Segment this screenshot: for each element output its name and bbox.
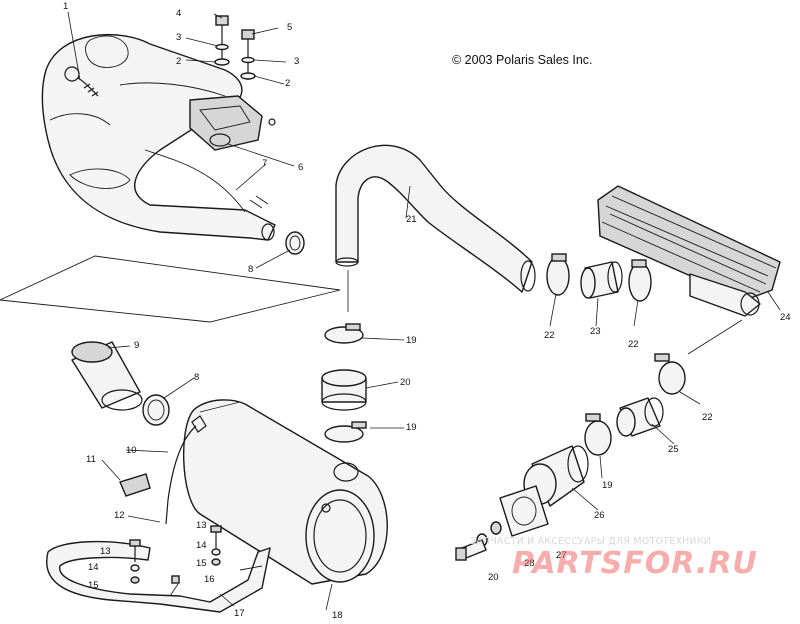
tailpipe — [71, 341, 143, 411]
spring-hook — [191, 415, 207, 433]
callout-2a: 2 — [176, 56, 181, 67]
callout-leaders — [67, 11, 781, 611]
callout-20b: 20 — [488, 572, 499, 583]
upper-clamp-right — [628, 259, 652, 302]
seal-ring-upper-inner — [289, 235, 301, 251]
cooler-leader — [687, 319, 743, 355]
copyright-text: © 2003 Polaris Sales Inc. — [452, 53, 593, 67]
damper-pad — [119, 473, 151, 497]
callout-20a: 20 — [400, 377, 411, 388]
rubber-coupler-25 — [616, 397, 664, 437]
callout-14b: 14 — [88, 562, 99, 573]
callout-22b: 22 — [628, 339, 639, 350]
callout-15b: 15 — [88, 580, 99, 591]
seal-ring-lower — [142, 394, 170, 426]
watermark-tagline: ЗАПЧАСТИ И АКСЕССУАРЫ ДЛЯ МОТОТЕХНИКИ — [470, 536, 711, 547]
callout-15a: 15 — [196, 558, 207, 569]
callout-21: 21 — [406, 214, 417, 225]
callout-6: 6 — [298, 162, 303, 173]
callout-10: 10 — [126, 445, 137, 456]
upper-clamp-left — [546, 253, 570, 296]
assembly-outline — [0, 255, 341, 323]
callout-16: 16 — [204, 574, 215, 585]
heat-exchanger — [597, 185, 781, 317]
callout-8a: 8 — [248, 264, 253, 275]
callout-27: 27 — [556, 550, 567, 561]
callout-1: 1 — [63, 1, 68, 12]
watermark-site: PARTSFOR.RU — [512, 546, 758, 581]
callout-2b: 2 — [285, 78, 290, 89]
callout-18: 18 — [332, 610, 343, 621]
callout-8b: 8 — [194, 372, 199, 383]
callout-4: 4 — [176, 8, 181, 19]
callout-19b: 19 — [406, 422, 417, 433]
lock-washer-28 — [490, 521, 502, 535]
callout-28: 28 — [524, 558, 535, 569]
muffler-bracket — [46, 540, 271, 613]
manifold-fasteners — [214, 15, 256, 80]
mid-clamp-lower — [324, 421, 367, 443]
gasket-plate — [499, 485, 549, 537]
seal-ring-upper — [285, 231, 305, 255]
callout-13a: 13 — [196, 520, 207, 531]
callout-24: 24 — [780, 312, 791, 323]
callout-22c: 22 — [702, 412, 713, 423]
callout-numbers: 1 2 2 3 3 4 5 6 7 8 8 9 10 11 12 13 13 1… — [63, 1, 791, 621]
muffler-spring — [165, 425, 197, 525]
callout-23: 23 — [590, 326, 601, 337]
expansion-chamber — [41, 34, 276, 241]
exhaust-hose — [335, 144, 536, 293]
lower-clamp-19 — [584, 413, 612, 456]
callout-7: 7 — [262, 158, 267, 169]
callout-3b: 3 — [294, 56, 299, 67]
callout-12: 12 — [114, 510, 125, 521]
coupler-sleeve — [580, 261, 623, 299]
callout-5: 5 — [287, 22, 292, 33]
bracket-fasteners — [129, 525, 222, 584]
mid-clamp-upper — [324, 323, 364, 344]
mid-coupler — [321, 369, 367, 411]
outlet-flange-26 — [523, 445, 589, 507]
callout-19c: 19 — [602, 480, 613, 491]
gasket-hole — [511, 496, 537, 526]
exhaust-manifold — [189, 95, 276, 151]
callout-13b: 13 — [100, 546, 111, 557]
callout-26: 26 — [594, 510, 605, 521]
bolt-20 — [455, 539, 487, 561]
callout-25: 25 — [668, 444, 679, 455]
callout-9: 9 — [134, 340, 139, 351]
callout-14a: 14 — [196, 540, 207, 551]
callout-11: 11 — [86, 454, 96, 465]
muffler — [183, 399, 388, 585]
lower-clamp-22 — [654, 353, 686, 395]
watermark: ЗАПЧАСТИ И АКСЕССУАРЫ ДЛЯ МОТОТЕХНИКИ PA… — [470, 536, 758, 581]
callout-22a: 22 — [544, 330, 555, 341]
callout-19a: 19 — [406, 335, 417, 346]
callout-3a: 3 — [176, 32, 181, 43]
callout-17: 17 — [234, 608, 245, 619]
